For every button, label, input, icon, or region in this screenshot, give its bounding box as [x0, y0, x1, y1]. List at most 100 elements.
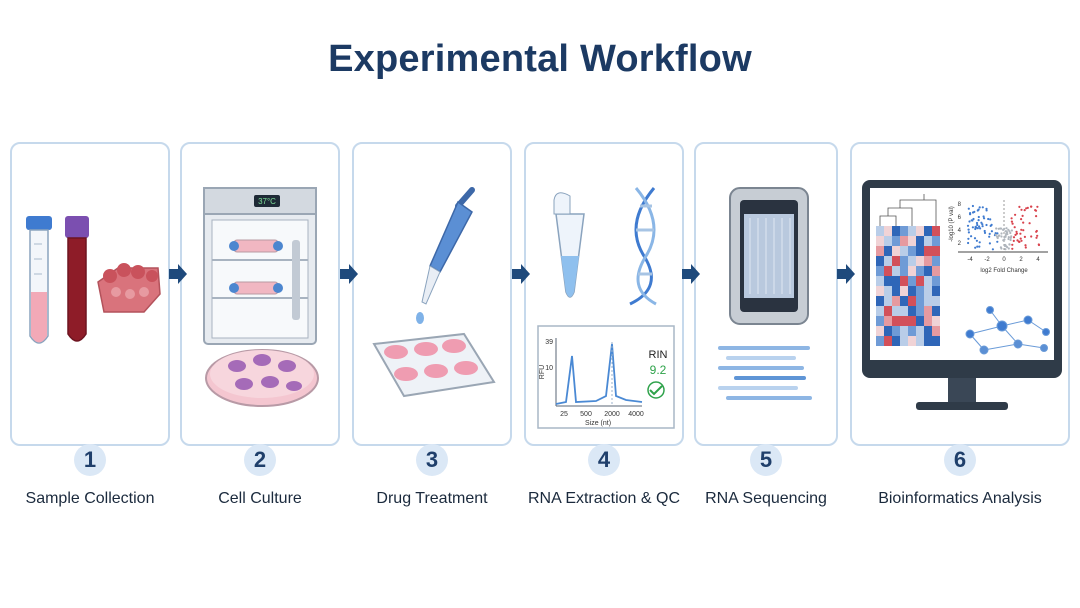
heatmap-cell	[884, 226, 892, 236]
volcano-point	[983, 231, 987, 234]
heatmap-cell	[924, 266, 932, 276]
network-graph	[965, 306, 1050, 355]
volcano-point	[970, 235, 973, 238]
volcano-point	[1012, 239, 1015, 242]
volcano-point	[1003, 238, 1006, 241]
volcano-point	[1012, 236, 1016, 239]
qc-x-tick: 25	[560, 411, 568, 418]
heatmap-cell	[924, 286, 932, 296]
heatmap-cell	[908, 296, 916, 306]
volcano-point	[1005, 227, 1008, 230]
heatmap-cell	[932, 256, 940, 266]
heatmap-cell	[908, 316, 916, 326]
volcano-point	[1008, 243, 1011, 246]
volcano-x-axis-label: log2 Fold Change	[980, 268, 1028, 274]
heatmap-cell	[916, 276, 924, 286]
volcano-point	[1020, 208, 1023, 211]
rin-label: RIN	[649, 349, 668, 361]
heatmap-cell	[900, 226, 908, 236]
qc-x-tick: 500	[580, 411, 592, 418]
volcano-point	[996, 240, 999, 243]
heatmap-cell	[900, 296, 908, 306]
heatmap-cell	[884, 246, 892, 256]
volcano-point	[978, 225, 981, 228]
heatmap-cell	[916, 306, 924, 316]
volcano-point	[967, 228, 970, 231]
rna-extraction-illustration: RFU 39 10 25 500 2000 4000 Size (nt) RIN…	[537, 187, 675, 429]
qc-y-tick: 10	[545, 365, 553, 372]
volcano-point	[1022, 229, 1025, 232]
step-number: 6	[944, 444, 976, 476]
volcano-y-tick: 4	[958, 228, 962, 234]
qc-x-tick: 2000	[604, 411, 620, 418]
volcano-point	[1028, 222, 1031, 225]
panel-rna-sequencing	[694, 142, 838, 446]
heatmap-cell	[908, 276, 916, 286]
volcano-point	[1010, 217, 1013, 220]
incubator-icon	[203, 187, 317, 345]
volcano-point	[990, 230, 993, 233]
heatmap-cell	[884, 326, 892, 336]
volcano-point	[1035, 236, 1038, 239]
heatmap-cell	[884, 316, 892, 326]
volcano-point	[981, 225, 984, 228]
heatmap-cell	[892, 266, 900, 276]
arrow-right-icon	[169, 264, 187, 284]
heatmap-cell	[884, 236, 892, 246]
heatmap-cell	[908, 326, 916, 336]
arrow-right-icon	[682, 264, 700, 284]
volcano-point	[981, 206, 984, 209]
volcano-point	[1007, 236, 1010, 239]
volcano-point	[967, 207, 970, 210]
heatmap-cell	[924, 226, 932, 236]
volcano-point	[971, 211, 975, 214]
heatmap-cell	[924, 256, 932, 266]
heatmap-cell	[900, 286, 908, 296]
volcano-point	[976, 209, 979, 212]
volcano-point	[987, 217, 990, 221]
volcano-point	[1019, 232, 1022, 235]
heatmap-cell	[908, 236, 916, 246]
volcano-point	[967, 231, 970, 234]
volcano-point	[1024, 246, 1027, 249]
volcano-x-tick: 0	[1002, 257, 1006, 263]
volcano-point	[1017, 240, 1020, 243]
heatmap-cell	[884, 266, 892, 276]
volcano-y-tick: 2	[958, 241, 962, 247]
volcano-point	[1011, 222, 1014, 225]
qc-electropherogram	[537, 325, 675, 429]
heatmap-cell	[916, 256, 924, 266]
heatmap-cell	[884, 336, 892, 346]
heatmap-cell	[908, 226, 916, 236]
volcano-point	[1030, 235, 1033, 238]
volcano-point	[1036, 205, 1039, 208]
heatmap-cell	[892, 286, 900, 296]
volcano-point	[999, 246, 1002, 249]
heatmap-cell	[876, 236, 884, 246]
volcano-point	[988, 235, 991, 238]
volcano-point	[1013, 226, 1016, 229]
heatmap-cell	[884, 256, 892, 266]
heatmap-cell	[908, 306, 916, 316]
volcano-point	[1006, 233, 1009, 236]
heatmap-cell	[916, 296, 924, 306]
panel-sample-collection	[10, 142, 170, 446]
heatmap-cell	[932, 226, 940, 236]
step-label: Drug Treatment	[376, 490, 488, 507]
volcano-point	[975, 239, 978, 242]
heatmap-cell	[876, 316, 884, 326]
panel-cell-culture: 37°C	[180, 142, 340, 446]
volcano-point	[1035, 229, 1038, 233]
volcano-point	[1015, 232, 1018, 235]
heatmap-cell	[932, 306, 940, 316]
heatmap-cell	[916, 236, 924, 246]
volcano-point	[978, 206, 981, 209]
heatmap	[876, 194, 940, 346]
volcano-point	[980, 221, 983, 224]
volcano-point	[998, 234, 1001, 237]
volcano-point	[1000, 235, 1003, 238]
heatmap-cell	[916, 246, 924, 256]
heatmap-cell	[892, 336, 900, 346]
volcano-point	[995, 227, 998, 230]
volcano-point	[983, 217, 986, 220]
